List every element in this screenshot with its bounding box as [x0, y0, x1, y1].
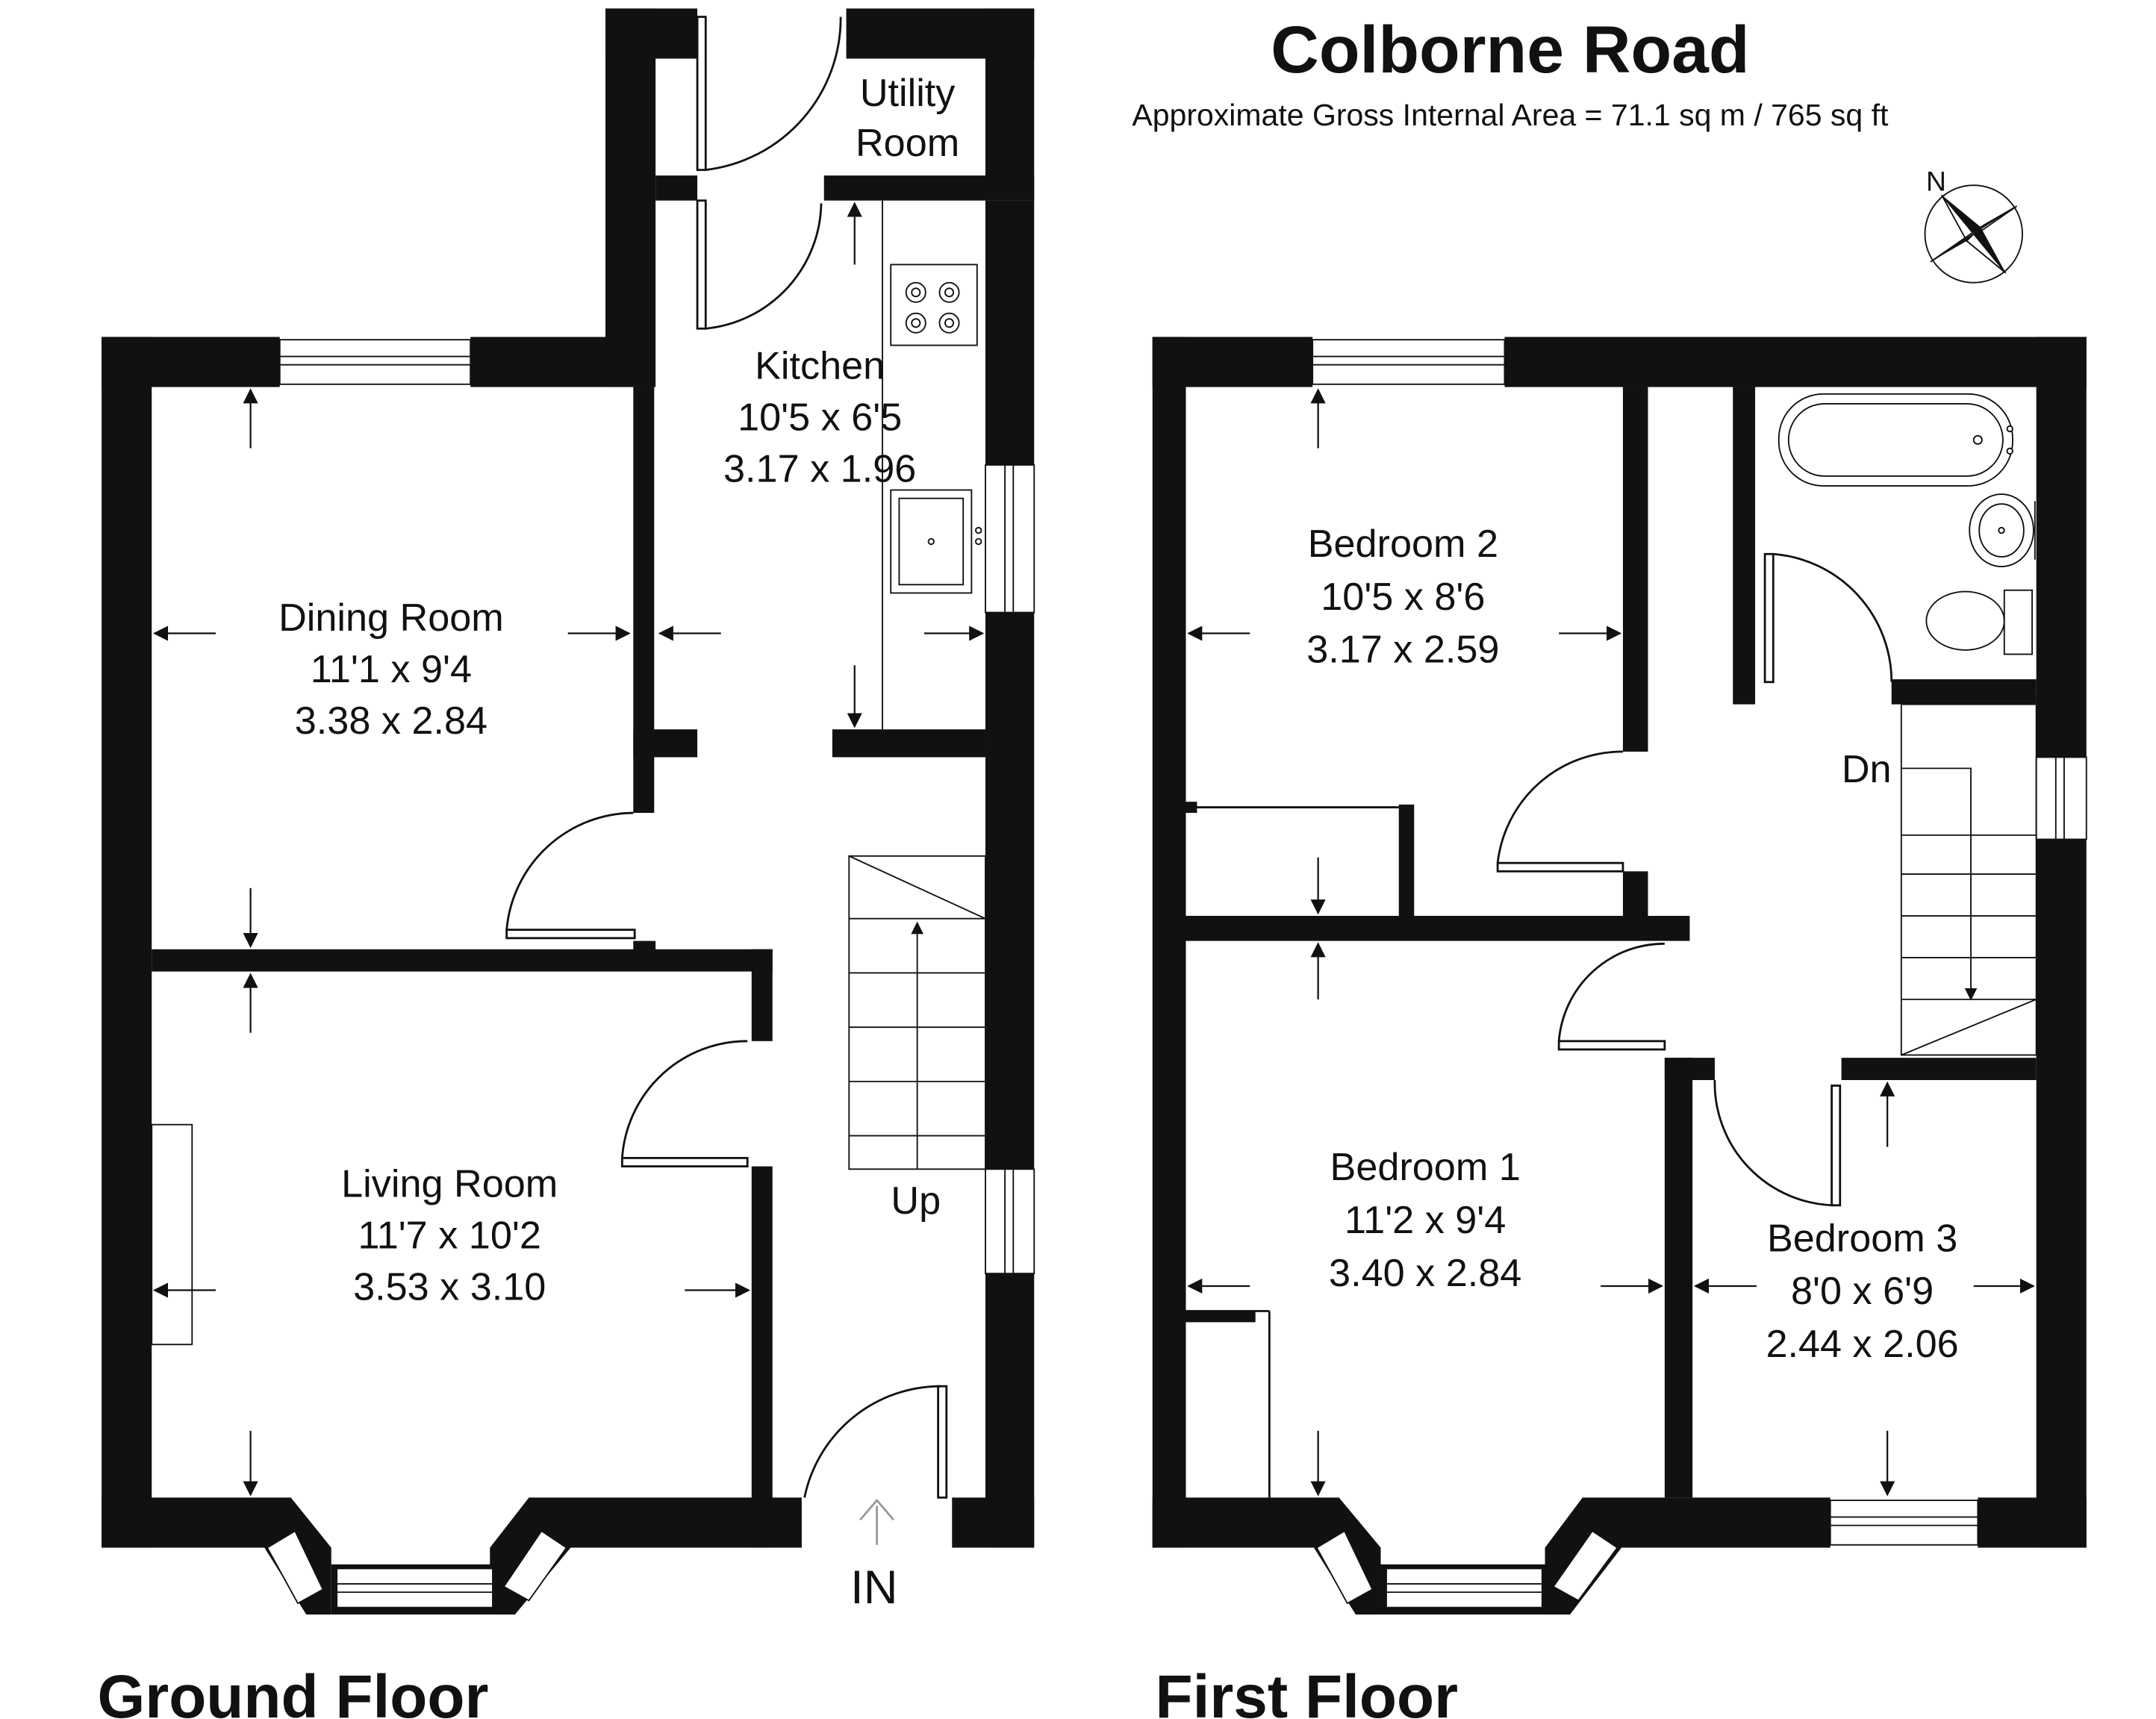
kitchen-metric: 3.17 x 1.96 [723, 447, 916, 490]
sink-icon [890, 489, 982, 594]
first-floor-plan: Bedroom 2 10'5 x 8'6 3.17 x 2.59 Bedroom… [1152, 337, 2087, 1719]
living-room-metric: 3.53 x 3.10 [353, 1266, 546, 1309]
first-measure-arrows [1187, 388, 2035, 1497]
bedroom-3-imperial: 8'0 x 6'9 [1791, 1270, 1934, 1313]
kitchen-worktop [882, 200, 982, 730]
dining-room-imperial: 11'1 x 9'4 [311, 648, 472, 691]
entrance-arrow-icon [859, 1498, 895, 1545]
ground-windows [278, 339, 1035, 1275]
dining-room-name: Dining Room [278, 596, 504, 640]
utility-room-name-1: Utility [860, 72, 956, 115]
living-room-label: Living Room 11'7 x 10'2 3.53 x 3.10 [341, 1163, 558, 1309]
dining-room-metric: 3.38 x 2.84 [295, 699, 487, 743]
compass-north-label: N [1926, 166, 1946, 197]
ground-floor-plan: Utility Room Kitchen 10'5 x 6'5 3.17 x 1… [98, 8, 1035, 1719]
entrance-label: IN [850, 1562, 897, 1614]
hob-icon [905, 281, 960, 334]
ground-floor-heading: Ground Floor [98, 1663, 489, 1719]
bedroom-2-name: Bedroom 2 [1308, 522, 1498, 566]
first-floor-walls [1152, 337, 2087, 1548]
fireplace [151, 1123, 193, 1346]
first-floor-heading: First Floor [1155, 1663, 1458, 1719]
first-doors [1496, 552, 1893, 1207]
bedroom-3-metric: 2.44 x 2.06 [1766, 1323, 1958, 1366]
plan-title: Colborne Road [1271, 12, 1749, 87]
bedroom-2-metric: 3.17 x 2.59 [1306, 628, 1499, 672]
toilet-icon [1925, 589, 2033, 655]
bedroom-3-label: Bedroom 3 8'0 x 6'9 2.44 x 2.06 [1766, 1217, 1958, 1366]
utility-room-label: Utility Room [856, 72, 959, 165]
utility-room-name-2: Room [856, 122, 959, 165]
kitchen-imperial: 10'5 x 6'5 [738, 396, 902, 439]
basin-icon [1969, 493, 2036, 567]
first-windows [1312, 339, 2087, 1546]
ground-stairs-label: Up [891, 1179, 941, 1223]
first-bay-window [1314, 1497, 1622, 1615]
living-room-imperial: 11'7 x 10'2 [358, 1214, 541, 1258]
bedroom-1-metric: 3.40 x 2.84 [1329, 1252, 1521, 1295]
dining-room-label: Dining Room 11'1 x 9'4 3.38 x 2.84 [278, 596, 504, 743]
ground-stairs [848, 855, 986, 1170]
ground-floor-walls [102, 8, 1035, 1548]
wardrobe-corner [1186, 802, 1197, 814]
bedroom-2-imperial: 10'5 x 8'6 [1321, 575, 1485, 619]
first-stairs-label: Dn [1842, 748, 1892, 791]
compass-rose-icon: N [1924, 166, 2023, 284]
bedroom-1-imperial: 11'2 x 9'4 [1345, 1199, 1506, 1242]
bedroom-1-name: Bedroom 1 [1330, 1146, 1521, 1189]
bedroom-1-label: Bedroom 1 11'2 x 9'4 3.40 x 2.84 [1329, 1146, 1521, 1295]
wardrobe-wall [1186, 1311, 1256, 1323]
bedroom-3-name: Bedroom 3 [1767, 1217, 1957, 1260]
ground-bay-window [264, 1497, 571, 1615]
kitchen-label: Kitchen 10'5 x 6'5 3.17 x 1.96 [723, 344, 916, 490]
ground-doors [505, 16, 948, 1499]
kitchen-name: Kitchen [755, 344, 885, 387]
ground-measure-arrows [152, 202, 985, 1497]
bedroom-2-label: Bedroom 2 10'5 x 8'6 3.17 x 2.59 [1306, 522, 1499, 672]
bath-icon [1778, 393, 2013, 487]
living-room-name: Living Room [341, 1163, 558, 1206]
first-stairs [1900, 703, 2037, 1056]
area-subtitle: Approximate Gross Internal Area = 71.1 s… [1132, 98, 1889, 132]
